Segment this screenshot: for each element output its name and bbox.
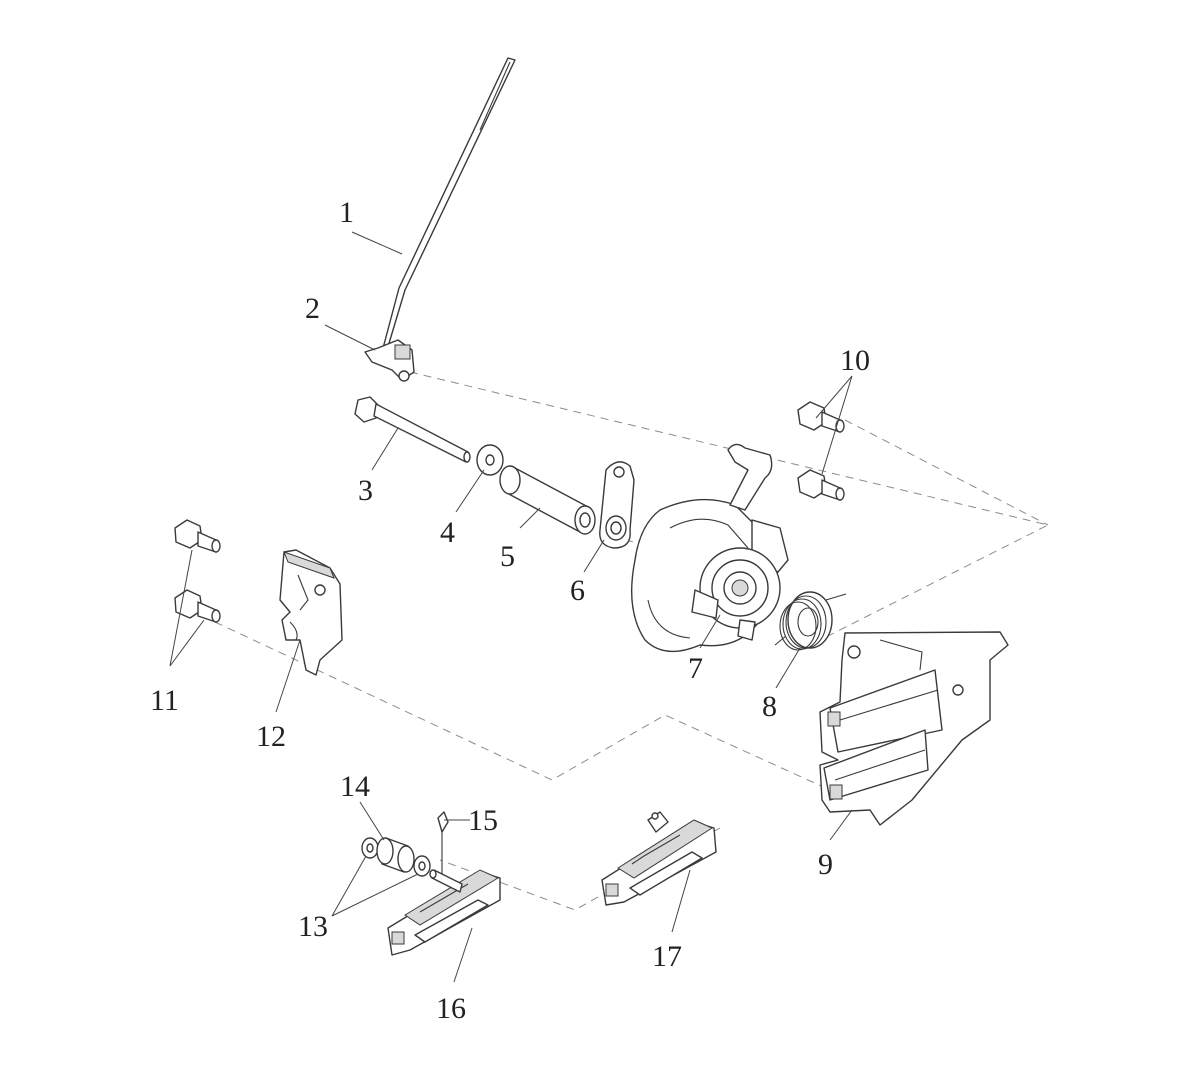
part-5-sleeve: [499, 465, 596, 535]
callout-16: 16: [436, 992, 466, 1025]
part-3-bolt: [354, 396, 471, 463]
callout-9: 9: [818, 848, 833, 881]
callouts: 1 2 3 4 5 6 7 8 9 10 11 12 13 14 15 16 1…: [150, 196, 870, 1025]
part-16-pedal: [387, 869, 501, 956]
callout-11: 11: [150, 684, 179, 717]
part-12-latch-plate: [279, 549, 343, 676]
part-11-bolts: [174, 519, 221, 623]
part-14-bushing: [376, 837, 415, 873]
part-8-spring: [774, 591, 847, 651]
part-2-clip: [364, 339, 415, 382]
callout-8: 8: [762, 690, 777, 723]
part-15-pin: [437, 811, 449, 876]
part-17-pedal: [601, 811, 717, 906]
callout-13: 13: [298, 910, 328, 943]
callout-10: 10: [840, 344, 870, 377]
callout-14: 14: [340, 770, 370, 803]
callout-3: 3: [358, 474, 373, 507]
callout-5: 5: [500, 540, 515, 573]
callout-17: 17: [652, 940, 682, 973]
callout-12: 12: [256, 720, 286, 753]
callout-2: 2: [305, 292, 320, 325]
part-7-cam-assembly: [631, 443, 789, 653]
part-4-washer: [476, 444, 504, 476]
callout-1: 1: [339, 196, 354, 229]
part-9-bracket: [819, 631, 1009, 826]
callout-15: 15: [468, 804, 498, 837]
part-10-bolts: [797, 401, 845, 501]
callout-7: 7: [688, 652, 703, 685]
callout-6: 6: [570, 574, 585, 607]
leader-lines: [169, 231, 853, 983]
part-1-rod: [381, 57, 516, 353]
part-6-link: [599, 461, 635, 549]
part-13-washers: [361, 837, 431, 877]
callout-4: 4: [440, 516, 455, 549]
